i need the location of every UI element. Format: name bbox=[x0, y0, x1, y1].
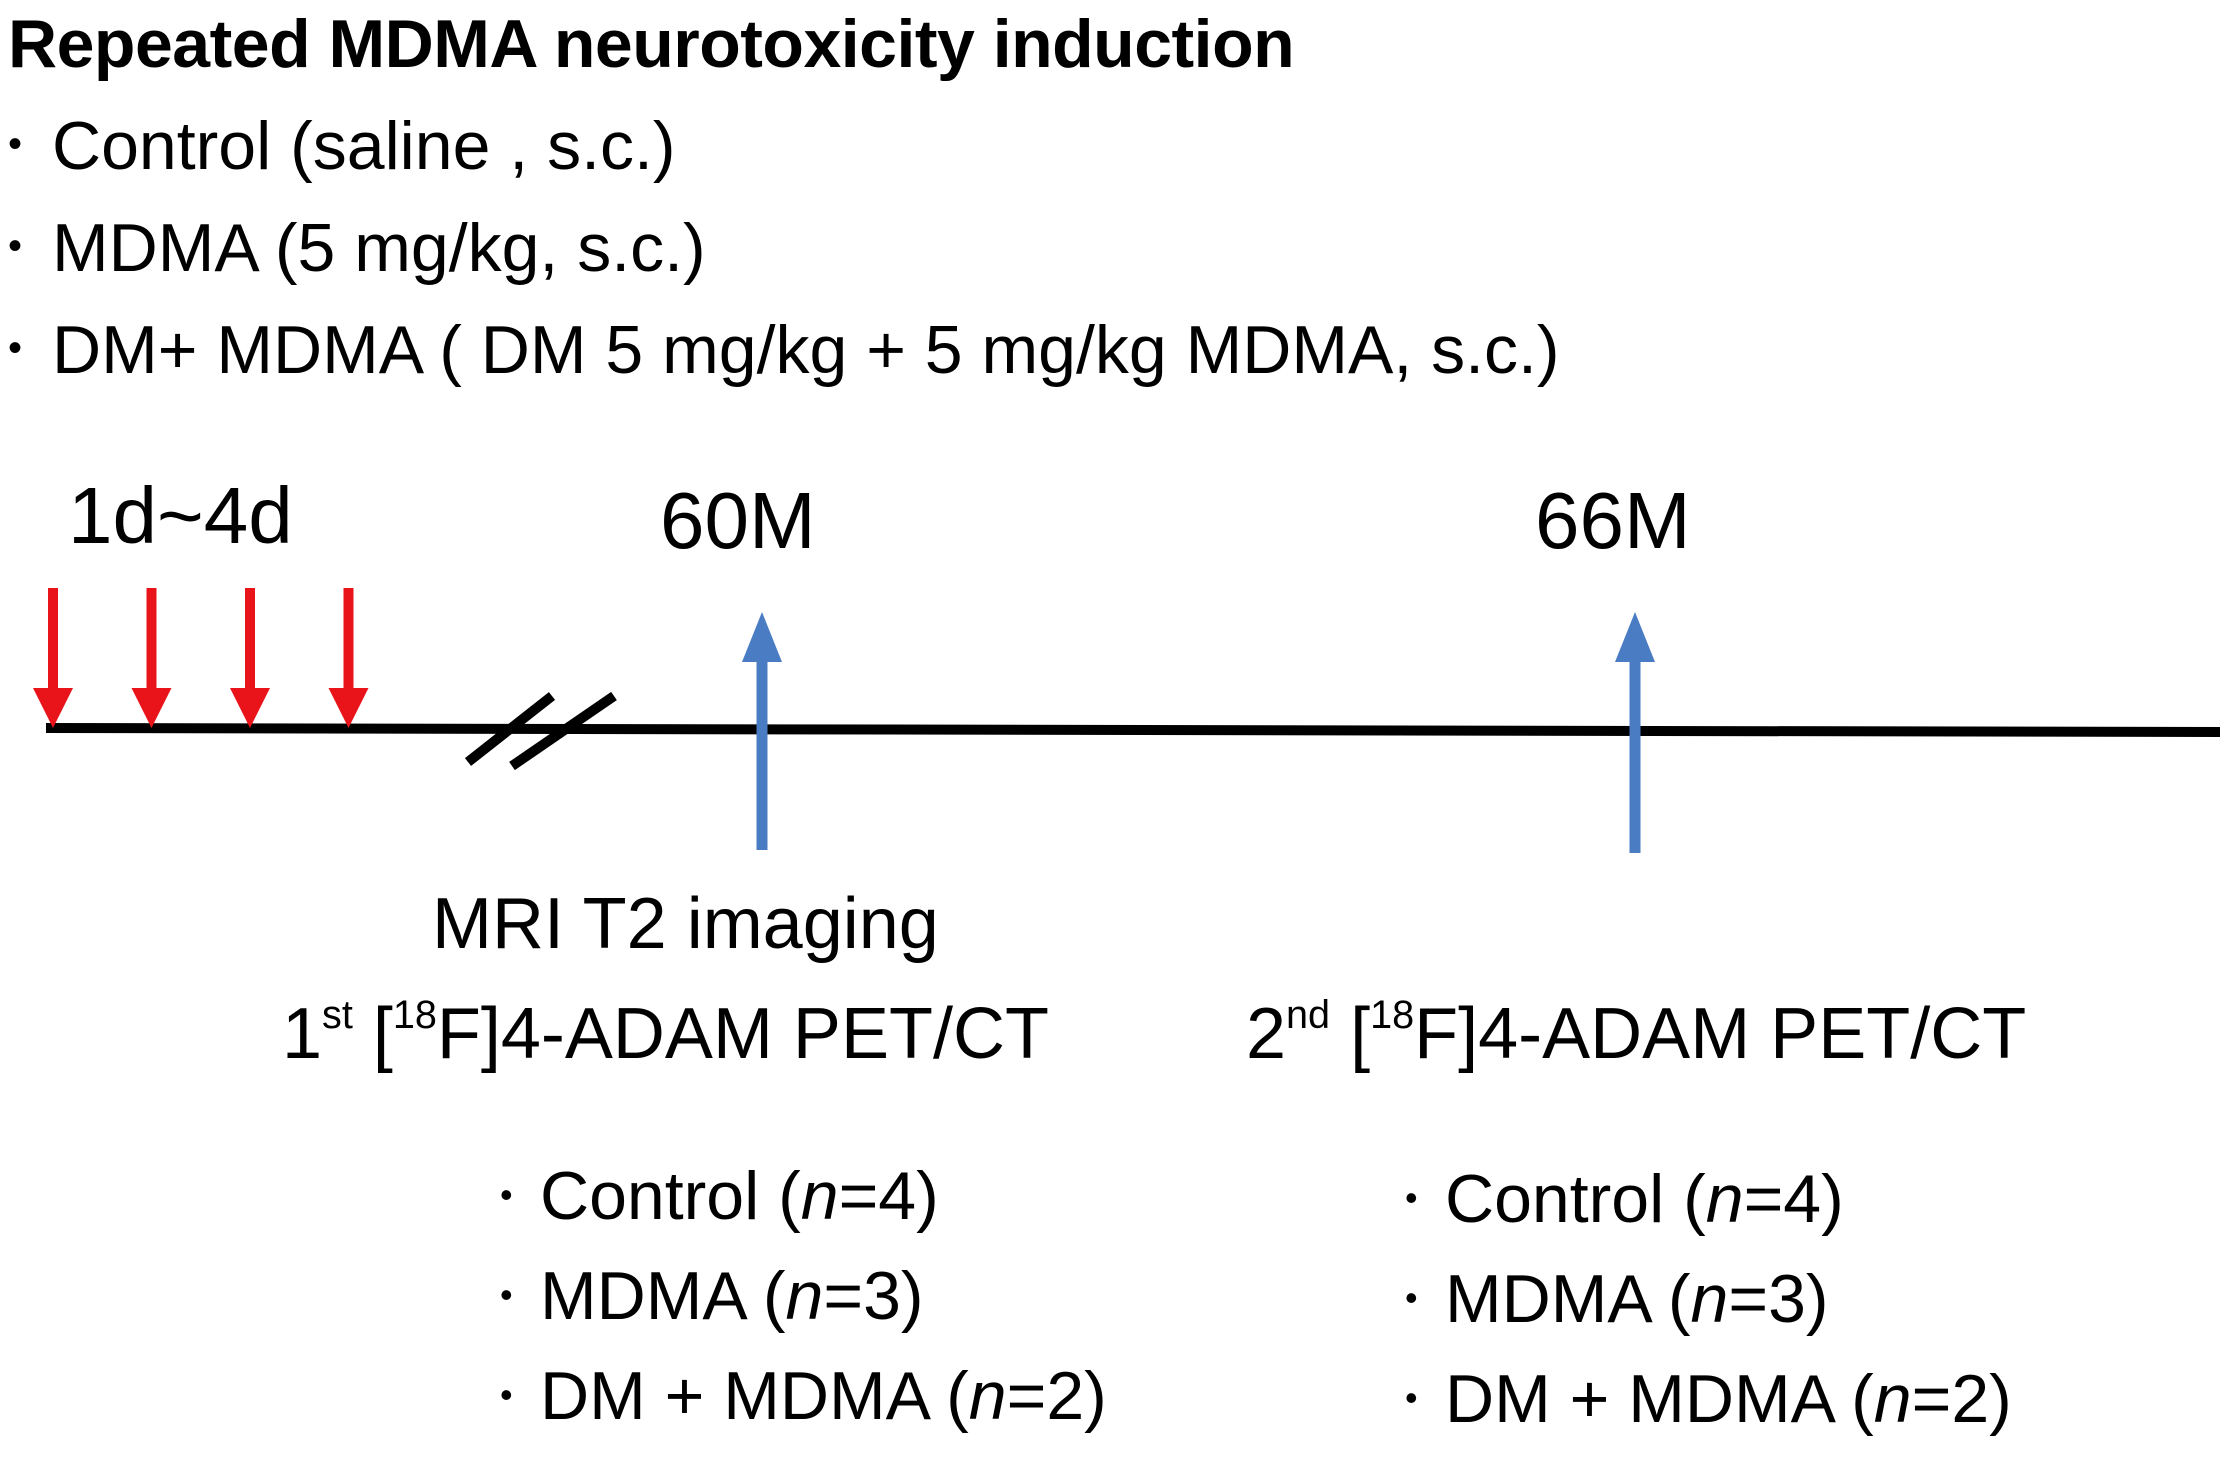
bracket-open: [ bbox=[1350, 994, 1371, 1074]
timeline-axis bbox=[45, 723, 2221, 737]
tracer-name: F]4-ADAM PET/CT bbox=[436, 994, 1049, 1074]
ordinal-suffix: st bbox=[322, 993, 353, 1038]
treatment-label: MDMA (5 mg/kg, s.c.) bbox=[52, 210, 706, 286]
group-name: Control ( bbox=[540, 1158, 801, 1234]
pet-scan-2-caption: 2nd [18F]4-ADAM PET/CT bbox=[1246, 996, 2026, 1070]
sample-size-value: =4) bbox=[838, 1158, 939, 1234]
sample-size-symbol: n bbox=[785, 1258, 824, 1334]
group-item: MDMA (n=3) bbox=[500, 1262, 1107, 1362]
group-name: DM + MDMA ( bbox=[1445, 1361, 1874, 1437]
treatment-label: DM+ MDMA ( DM 5 mg/kg + 5 mg/kg MDMA, s.… bbox=[52, 312, 1560, 388]
treatment-item: Control (saline , s.c.) bbox=[8, 112, 1560, 214]
mri-caption: MRI T2 imaging bbox=[432, 884, 939, 964]
sample-size-value: =2) bbox=[1911, 1361, 2012, 1437]
bullet-icon bbox=[500, 1262, 540, 1330]
sample-size-symbol: n bbox=[1705, 1161, 1744, 1237]
sample-size-symbol: n bbox=[1873, 1361, 1912, 1437]
treatment-item: DM+ MDMA ( DM 5 mg/kg + 5 mg/kg MDMA, s.… bbox=[8, 316, 1560, 418]
group-item: Control (n=4) bbox=[500, 1162, 1107, 1262]
timepoint-label-60m: 60M bbox=[660, 476, 816, 565]
imaging-arrow-1 bbox=[742, 612, 782, 850]
group-item: DM + MDMA (n=2) bbox=[500, 1362, 1107, 1462]
bullet-icon bbox=[500, 1162, 540, 1230]
injection-arrow bbox=[33, 588, 73, 728]
group-item: MDMA (n=3) bbox=[1405, 1265, 2012, 1365]
bracket-open: [ bbox=[372, 994, 393, 1074]
group-name: Control ( bbox=[1445, 1161, 1706, 1237]
sample-size-value: =3) bbox=[1728, 1261, 1829, 1337]
bullet-icon bbox=[1405, 1165, 1445, 1233]
sample-size-symbol: n bbox=[968, 1358, 1007, 1434]
isotope-mass: 18 bbox=[392, 993, 437, 1038]
imaging-arrow-2 bbox=[1615, 612, 1655, 853]
group-name: MDMA ( bbox=[1445, 1261, 1691, 1337]
sample-size-value: =2) bbox=[1006, 1358, 1107, 1434]
group-item: DM + MDMA (n=2) bbox=[1405, 1365, 2012, 1465]
tracer-name: F]4-ADAM PET/CT bbox=[1414, 994, 2027, 1074]
treatment-item: MDMA (5 mg/kg, s.c.) bbox=[8, 214, 1560, 316]
ordinal-number: 1 bbox=[282, 994, 323, 1074]
ordinal-suffix: nd bbox=[1286, 993, 1331, 1038]
injection-arrow bbox=[230, 588, 270, 728]
sample-size-symbol: n bbox=[800, 1158, 839, 1234]
injection-arrows bbox=[33, 588, 369, 728]
treatment-label: Control (saline , s.c.) bbox=[52, 108, 676, 184]
injection-period-label: 1d~4d bbox=[68, 471, 293, 560]
scan-2-group-list: Control (n=4) MDMA (n=3) DM + MDMA (n=2) bbox=[1405, 1165, 2012, 1465]
bullet-icon bbox=[1405, 1365, 1445, 1433]
axis-break-mark bbox=[509, 691, 617, 771]
injection-arrow bbox=[131, 588, 172, 728]
bullet-icon bbox=[500, 1362, 540, 1430]
sample-size-symbol: n bbox=[1690, 1261, 1729, 1337]
group-item: Control (n=4) bbox=[1405, 1165, 2012, 1265]
ordinal-number: 2 bbox=[1246, 994, 1287, 1074]
isotope-mass: 18 bbox=[1370, 993, 1415, 1038]
group-name: DM + MDMA ( bbox=[540, 1358, 969, 1434]
pet-scan-1-caption: 1st [18F]4-ADAM PET/CT bbox=[282, 996, 1049, 1070]
treatment-list: Control (saline , s.c.) MDMA (5 mg/kg, s… bbox=[8, 112, 1560, 418]
axis-break-mark bbox=[464, 692, 556, 766]
group-name: MDMA ( bbox=[540, 1258, 786, 1334]
sample-size-value: =4) bbox=[1743, 1161, 1844, 1237]
injection-arrow bbox=[328, 588, 369, 728]
bullet-icon bbox=[1405, 1265, 1445, 1333]
timepoint-label-66m: 66M bbox=[1535, 476, 1691, 565]
sample-size-value: =3) bbox=[823, 1258, 924, 1334]
scan-1-group-list: Control (n=4) MDMA (n=3) DM + MDMA (n=2) bbox=[500, 1162, 1107, 1462]
diagram-title: Repeated MDMA neurotoxicity induction bbox=[8, 6, 1295, 82]
